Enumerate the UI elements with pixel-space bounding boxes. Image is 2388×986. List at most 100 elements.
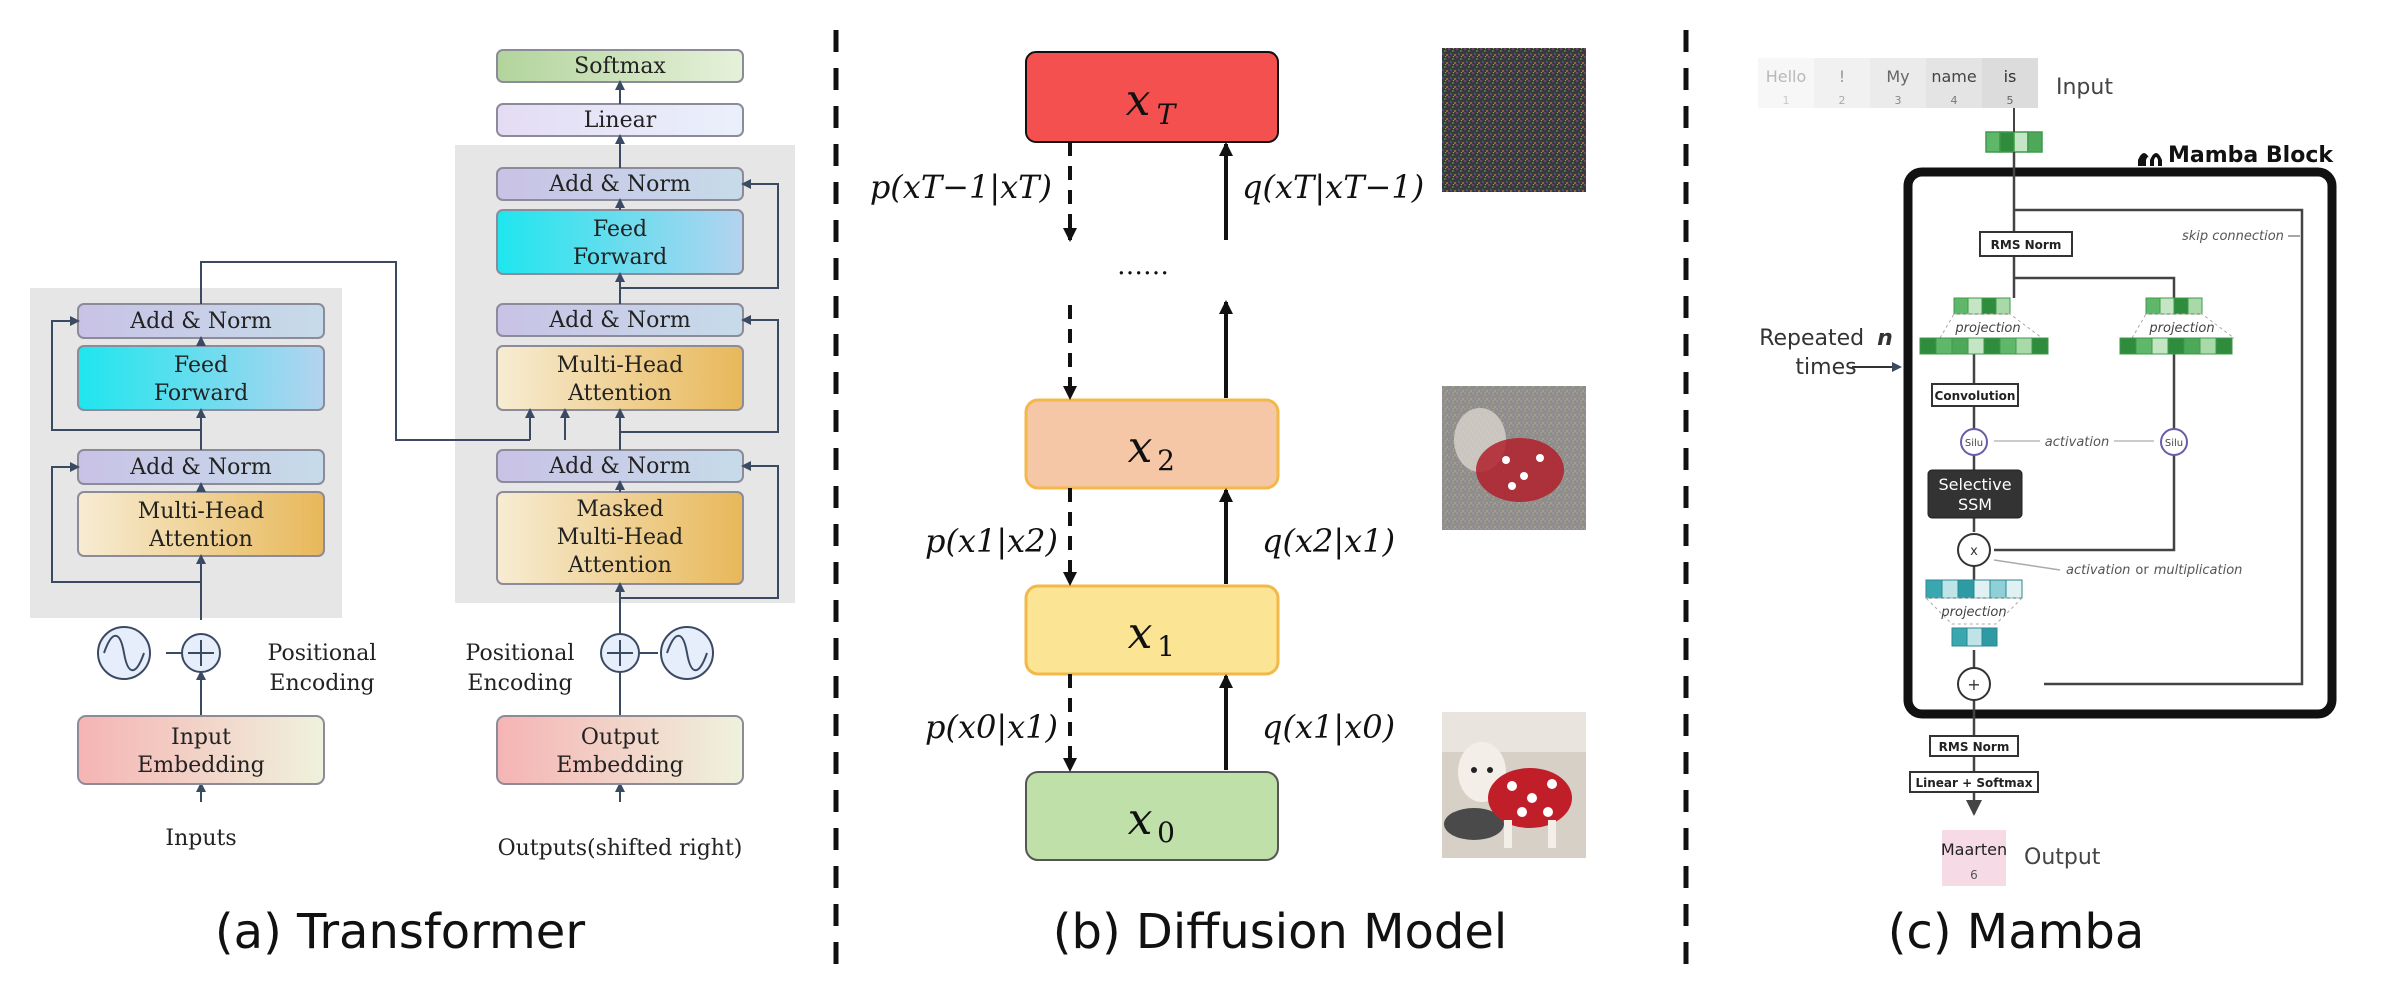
encoder-mha-label-1: Multi-Head: [138, 499, 264, 524]
decoder-linear: Linear: [496, 103, 744, 137]
state-xT-var: x: [1126, 75, 1151, 126]
decoder-add-norm-2-label: Add & Norm: [548, 308, 691, 333]
projection-bottom-label: projection: [1940, 605, 2006, 620]
state-xT: x T: [1025, 51, 1279, 143]
decoder-output-embedding: Output Embedding: [496, 715, 744, 785]
output-label: Output: [2024, 845, 2101, 870]
encoder-emb-label-2: Embedding: [137, 753, 264, 778]
mamba-block-frame: [1903, 167, 2337, 719]
rms-norm-bottom-label: RMS Norm: [1939, 740, 2010, 754]
decoder-outputs-label: Outputs(shifted right): [498, 836, 743, 861]
encoder-mha-label-2: Attention: [148, 527, 253, 552]
projection-right-label: projection: [2148, 321, 2214, 336]
decoder-pe-label-2: Encoding: [467, 671, 572, 696]
decoder-masked-attention: Masked Multi-Head Attention: [496, 491, 744, 585]
state-x0-sub: 0: [1157, 816, 1175, 849]
decoder-add-norm-1: Add & Norm: [496, 449, 744, 483]
decoder-connections: [525, 80, 779, 802]
state-x1: x 1: [1024, 584, 1280, 676]
projection-bottom: projection: [1924, 579, 2024, 647]
token-2: ! 2: [1839, 67, 1846, 107]
decoder-softmax: Softmax: [496, 49, 744, 83]
activation-label: activation: [2045, 435, 2109, 450]
input-tokens: Hello 1 ! 2 My 3 name 4 is 5: [1758, 58, 2038, 108]
state-x1-var: x: [1128, 608, 1153, 659]
decoder-linear-label: Linear: [584, 108, 657, 133]
silu-right-node: Silu: [2160, 428, 2188, 456]
token-2-word: !: [1839, 67, 1845, 86]
add-node: +: [1957, 667, 1991, 701]
decoder-feed-forward: Feed Forward: [496, 209, 744, 275]
ssm-label-2: SSM: [1958, 495, 1992, 514]
rms-norm-top: RMS Norm: [1979, 231, 2073, 257]
token-5-word: is: [2004, 67, 2017, 86]
decoder-add-norm-2: Add & Norm: [496, 303, 744, 337]
encoder-plus-icon: [181, 633, 221, 673]
encoder-feed-forward: Feed Forward: [77, 345, 325, 411]
decoder-multi-head-attention: Multi-Head Attention: [496, 345, 744, 411]
skip-connection-label: skip connection: [2182, 229, 2284, 244]
encoder-pe-label-2: Encoding: [269, 671, 374, 696]
mamba-panel: Hello 1 ! 2 My 3 name 4 is 5 Input: [1758, 58, 2337, 960]
convolution-box: Convolution: [1931, 383, 2019, 407]
decoder-plus-icon: [600, 633, 640, 673]
label-p-bot: p(x0|x1): [925, 708, 1058, 746]
multiply-symbol: x: [1970, 544, 1978, 559]
token-1-index: 1: [1783, 94, 1790, 107]
encoder-multi-head-attention: Multi-Head Attention: [77, 491, 325, 557]
token-4-word: name: [1931, 67, 1976, 86]
partially-noised-dog-image: [1442, 386, 1586, 530]
decoder-softmax-label: Softmax: [574, 54, 666, 79]
multiply-node: x: [1957, 533, 1991, 567]
decoder-add-norm-3-label: Add & Norm: [548, 172, 691, 197]
encoder-add-norm-top: Add & Norm: [77, 303, 325, 339]
decoder-pe-label-1: Positional: [466, 641, 575, 666]
decoder-emb-label-2: Embedding: [556, 753, 683, 778]
transformer-panel: Add & Norm Feed Forward Add & Norm Multi…: [30, 49, 795, 960]
output-token: Maarten 6: [1941, 830, 2007, 886]
state-x2: x 2: [1024, 398, 1280, 490]
encoder-ff-label-1: Feed: [174, 353, 228, 378]
transition-labels: p(xT−1|xT) q(xT|xT−1) p(x1|x2) q(x2|x1) …: [870, 168, 1424, 746]
encoder-add-norm-bottom: Add & Norm: [77, 449, 325, 485]
token-1: Hello 1: [1766, 67, 1807, 107]
linear-softmax-label: Linear + Softmax: [1915, 776, 2032, 790]
token-5: is 5: [2004, 67, 2017, 107]
rms-norm-top-label: RMS Norm: [1991, 238, 2062, 252]
ssm-label-1: Selective: [1938, 475, 2011, 494]
noise-image: [1442, 48, 1586, 192]
dog-photo-image: [1442, 712, 1586, 858]
state-x2-var: x: [1128, 422, 1153, 473]
encoder-emb-label-1: Input: [171, 725, 231, 750]
mamba-logo-icon: [2138, 153, 2162, 166]
token-2-index: 2: [1839, 94, 1846, 107]
token-5-index: 5: [2007, 94, 2014, 107]
activation-or-label: activation: [2066, 563, 2130, 578]
diffusion-caption: (b) Diffusion Model: [1053, 904, 1507, 960]
linear-softmax: Linear + Softmax: [1909, 771, 2039, 793]
token-1-word: Hello: [1766, 67, 1807, 86]
repeated-n-times-label: Repeated n times: [1759, 326, 1902, 380]
silu-left-label: Silu: [1965, 438, 1983, 449]
projection-left: projection: [1919, 297, 2049, 355]
state-x0-var: x: [1128, 794, 1153, 845]
token-3-word: My: [1886, 67, 1909, 86]
decoder-add-norm-1-label: Add & Norm: [548, 454, 691, 479]
mamba-block-title: Mamba Block: [2168, 143, 2334, 168]
convolution-label: Convolution: [1935, 389, 2016, 403]
output-word: Maarten: [1941, 840, 2007, 859]
repeated-prefix: Repeated: [1759, 326, 1864, 351]
or-label: or: [2135, 563, 2149, 578]
encoder-add-norm-bottom-label: Add & Norm: [129, 455, 272, 480]
projection-left-label: projection: [1954, 321, 2020, 336]
diffusion-panel: x T x 2 x 1 x 0 ……: [870, 48, 1586, 960]
decoder-masked-label-2: Multi-Head: [557, 525, 683, 550]
input-label: Input: [2056, 75, 2113, 100]
encoder-input-embedding: Input Embedding: [77, 715, 325, 785]
decoder-masked-label-3: Attention: [567, 553, 672, 578]
decoder-mha-label-1: Multi-Head: [557, 353, 683, 378]
encoder-sine-icon: [97, 626, 151, 680]
mamba-connections: [1966, 152, 2304, 816]
silu-right-label: Silu: [2165, 438, 2183, 449]
